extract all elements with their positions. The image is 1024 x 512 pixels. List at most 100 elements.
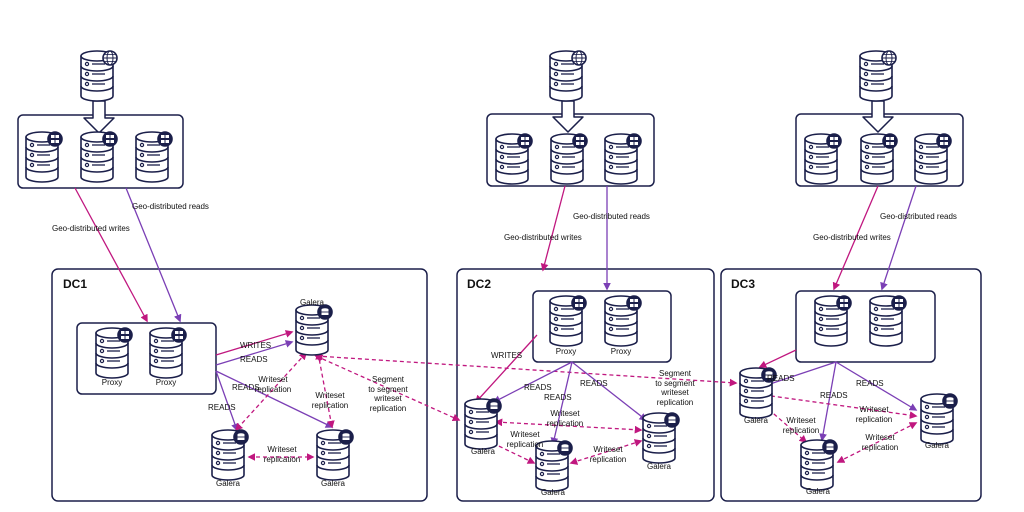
writeset-label: Writeset bbox=[510, 430, 540, 439]
geo-writes-arrow bbox=[832, 185, 879, 291]
dc2-writes-arrow bbox=[474, 334, 538, 404]
galera-label: Galera bbox=[744, 416, 769, 425]
dc2-reads-arrow bbox=[550, 361, 573, 446]
database-load-balancer-icon bbox=[572, 133, 588, 149]
dc2-reads-arrow bbox=[492, 361, 573, 403]
reads-label: READS bbox=[544, 393, 572, 402]
down-arrow-icon bbox=[83, 100, 115, 134]
database-load-balancer-icon bbox=[157, 131, 173, 147]
geo-database bbox=[859, 50, 897, 102]
reads-label: READS bbox=[856, 379, 884, 388]
segment-label: replication bbox=[370, 404, 406, 413]
dc1-proxy-box bbox=[76, 322, 217, 395]
database-load-balancer-icon bbox=[102, 131, 118, 147]
database-galera-icon bbox=[822, 439, 838, 455]
galera-label: Galera bbox=[647, 462, 672, 471]
segment-label: Segment bbox=[372, 375, 405, 384]
writeset-label: replication bbox=[264, 455, 300, 464]
writeset-label: Writeset bbox=[786, 416, 816, 425]
database-load-balancer-icon bbox=[882, 133, 898, 149]
database-galera-icon bbox=[338, 429, 354, 445]
dc2-title: DC2 bbox=[467, 277, 491, 291]
writeset-label: replication bbox=[547, 419, 583, 428]
database-load-balancer-icon bbox=[626, 133, 642, 149]
segment-label: to segment bbox=[655, 379, 695, 388]
writeset-label: replication bbox=[507, 440, 543, 449]
database-load-balancer-icon bbox=[171, 327, 187, 343]
dc2-writeset-arrow bbox=[494, 418, 643, 434]
galera-label: Galera bbox=[925, 441, 950, 450]
geo-reads-label: Geo-distributed reads bbox=[573, 212, 650, 221]
database-globe-icon bbox=[571, 50, 587, 66]
geo-database bbox=[80, 50, 118, 102]
dc2-writeset-arrow bbox=[569, 439, 643, 465]
geo-writes-arrow bbox=[74, 187, 148, 323]
dc3-proxy-box bbox=[795, 290, 936, 363]
database-galera-icon bbox=[761, 367, 777, 383]
database-load-balancer-icon bbox=[836, 295, 852, 311]
proxy-database bbox=[95, 327, 133, 379]
database-load-balancer-icon bbox=[626, 295, 642, 311]
reads-label: READS bbox=[580, 379, 608, 388]
writes-label: WRITES bbox=[240, 341, 271, 350]
geo-writes-arrow bbox=[540, 185, 566, 272]
dc3-writes-arrow bbox=[758, 349, 797, 368]
database-galera-icon bbox=[486, 398, 502, 414]
proxy-database bbox=[149, 327, 187, 379]
database-galera-icon bbox=[317, 304, 333, 320]
writeset-label: Writeset bbox=[315, 391, 345, 400]
galera-label: Galera bbox=[216, 479, 241, 488]
segment-label: Segment bbox=[659, 369, 692, 378]
segment-replication-arrow bbox=[314, 352, 738, 387]
geo-reads-arrow bbox=[880, 185, 917, 291]
proxy-label: Proxy bbox=[156, 378, 176, 387]
writeset-label: Writeset bbox=[550, 409, 580, 418]
galera-label: Galera bbox=[541, 488, 566, 497]
galera-label: Galera bbox=[321, 479, 346, 488]
galera-database bbox=[642, 412, 680, 464]
database-load-balancer-icon bbox=[936, 133, 952, 149]
galera-database bbox=[800, 439, 838, 491]
reads-label: READS bbox=[767, 374, 795, 383]
dc3-writeset-arrow bbox=[755, 390, 918, 420]
writeset-label: replication bbox=[856, 415, 892, 424]
database-load-balancer-icon bbox=[47, 131, 63, 147]
galera-label: Galera bbox=[471, 447, 496, 456]
galera-database bbox=[535, 440, 573, 492]
dc1-writes-arrow bbox=[215, 330, 294, 356]
down-arrow-icon bbox=[552, 100, 584, 133]
galera-database bbox=[295, 304, 333, 356]
writeset-label: Writeset bbox=[593, 445, 623, 454]
writeset-label: Writeset bbox=[859, 405, 889, 414]
proxy-label: Proxy bbox=[611, 347, 631, 356]
galera-label: Galera bbox=[806, 487, 831, 496]
segment-label: replication bbox=[657, 398, 693, 407]
geo-reads-label: Geo-distributed reads bbox=[132, 202, 209, 211]
segment-label: to segment bbox=[368, 385, 408, 394]
reads-label: READS bbox=[208, 403, 236, 412]
balancer-database bbox=[80, 131, 118, 183]
reads-label: READS bbox=[240, 355, 268, 364]
proxy-database bbox=[814, 295, 852, 347]
writeset-label: Writeset bbox=[267, 445, 297, 454]
dc1-writeset-arrow bbox=[315, 351, 335, 429]
writeset-label: replication bbox=[783, 426, 819, 435]
database-load-balancer-icon bbox=[517, 133, 533, 149]
writeset-label: replication bbox=[255, 385, 291, 394]
writes-label: WRITES bbox=[491, 351, 522, 360]
dc3-writeset-arrow bbox=[836, 422, 918, 463]
database-globe-icon bbox=[102, 50, 118, 66]
writeset-label: replication bbox=[312, 401, 348, 410]
database-load-balancer-icon bbox=[826, 133, 842, 149]
writeset-label: replication bbox=[590, 455, 626, 464]
reads-label: READS bbox=[232, 383, 260, 392]
proxy-label: Proxy bbox=[102, 378, 122, 387]
geo-reads-label: Geo-distributed reads bbox=[880, 212, 957, 221]
galera-database bbox=[464, 398, 502, 450]
balancer-database bbox=[135, 131, 173, 183]
database-load-balancer-icon bbox=[117, 327, 133, 343]
geo-database bbox=[549, 50, 587, 102]
reads-label: READS bbox=[820, 391, 848, 400]
geo-writes-label: Geo-distributed writes bbox=[504, 233, 582, 242]
